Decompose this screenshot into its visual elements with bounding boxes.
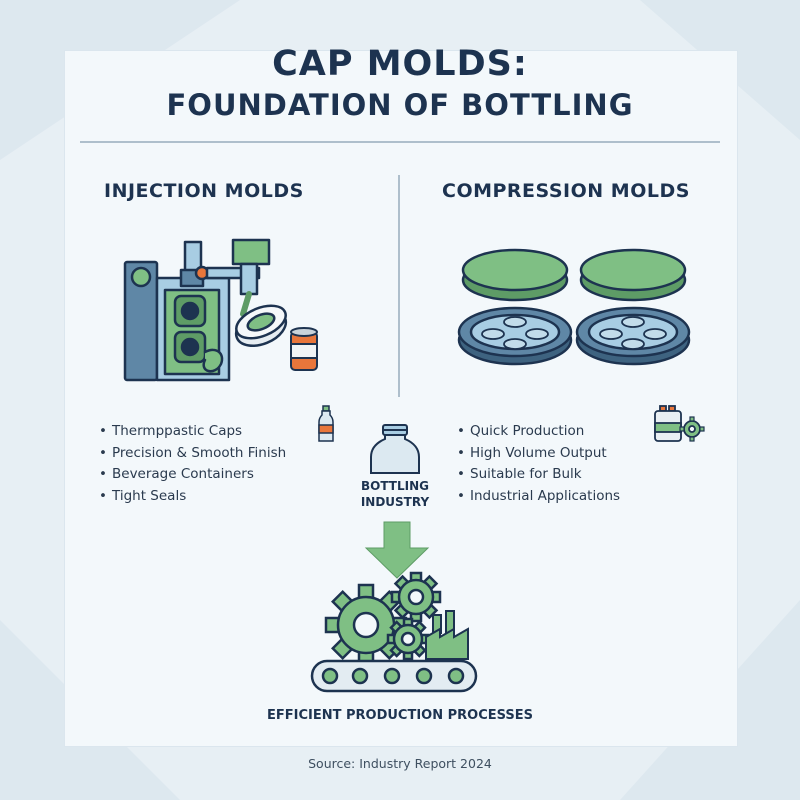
source-note: Source: Industry Report 2024 — [308, 756, 492, 771]
injection-heading: INJECTION MOLDS — [104, 180, 304, 202]
hub-label-line2: INDUSTRY — [360, 495, 430, 509]
bottle-icon — [370, 424, 420, 474]
compression-bullets: Quick Production High Volume Output Suit… — [457, 421, 620, 507]
list-item: High Volume Output — [457, 443, 620, 465]
gears-icon — [324, 571, 442, 667]
list-item: Beverage Containers — [99, 464, 286, 486]
list-item: Suitable for Bulk — [457, 464, 620, 486]
container-gear-icon — [654, 405, 705, 442]
injection-machine-icon — [123, 238, 318, 382]
production-caption: EFFICIENT PRODUCTION PROCESSES — [266, 708, 534, 723]
compression-heading: COMPRESSION MOLDS — [442, 180, 690, 202]
small-bottle-icon — [318, 405, 334, 442]
bottling-industry-label: BOTTLING INDUSTRY — [340, 478, 450, 510]
column-divider — [398, 175, 400, 397]
list-item: Industrial Applications — [457, 486, 620, 508]
list-item: Tight Seals — [99, 486, 286, 508]
arrow-down-icon — [364, 521, 430, 579]
compression-mold-icon — [457, 248, 691, 366]
page-subtitle: FOUNDATION OF BOTTLING — [166, 88, 634, 122]
list-item: Quick Production — [457, 421, 620, 443]
title-divider — [80, 141, 720, 143]
injection-bullets: Thermppastic Caps Precision & Smooth Fin… — [99, 421, 286, 507]
list-item: Thermppastic Caps — [99, 421, 286, 443]
page-title: CAP MOLDS: — [272, 44, 528, 84]
list-item: Precision & Smooth Finish — [99, 443, 286, 465]
factory-icon — [425, 610, 469, 660]
conveyor-belt-icon — [310, 659, 478, 693]
soda-can-icon — [290, 327, 318, 371]
hub-label-line1: BOTTLING — [361, 479, 429, 493]
bottle-cap-icon — [234, 304, 288, 347]
production-illustration — [310, 571, 478, 693]
